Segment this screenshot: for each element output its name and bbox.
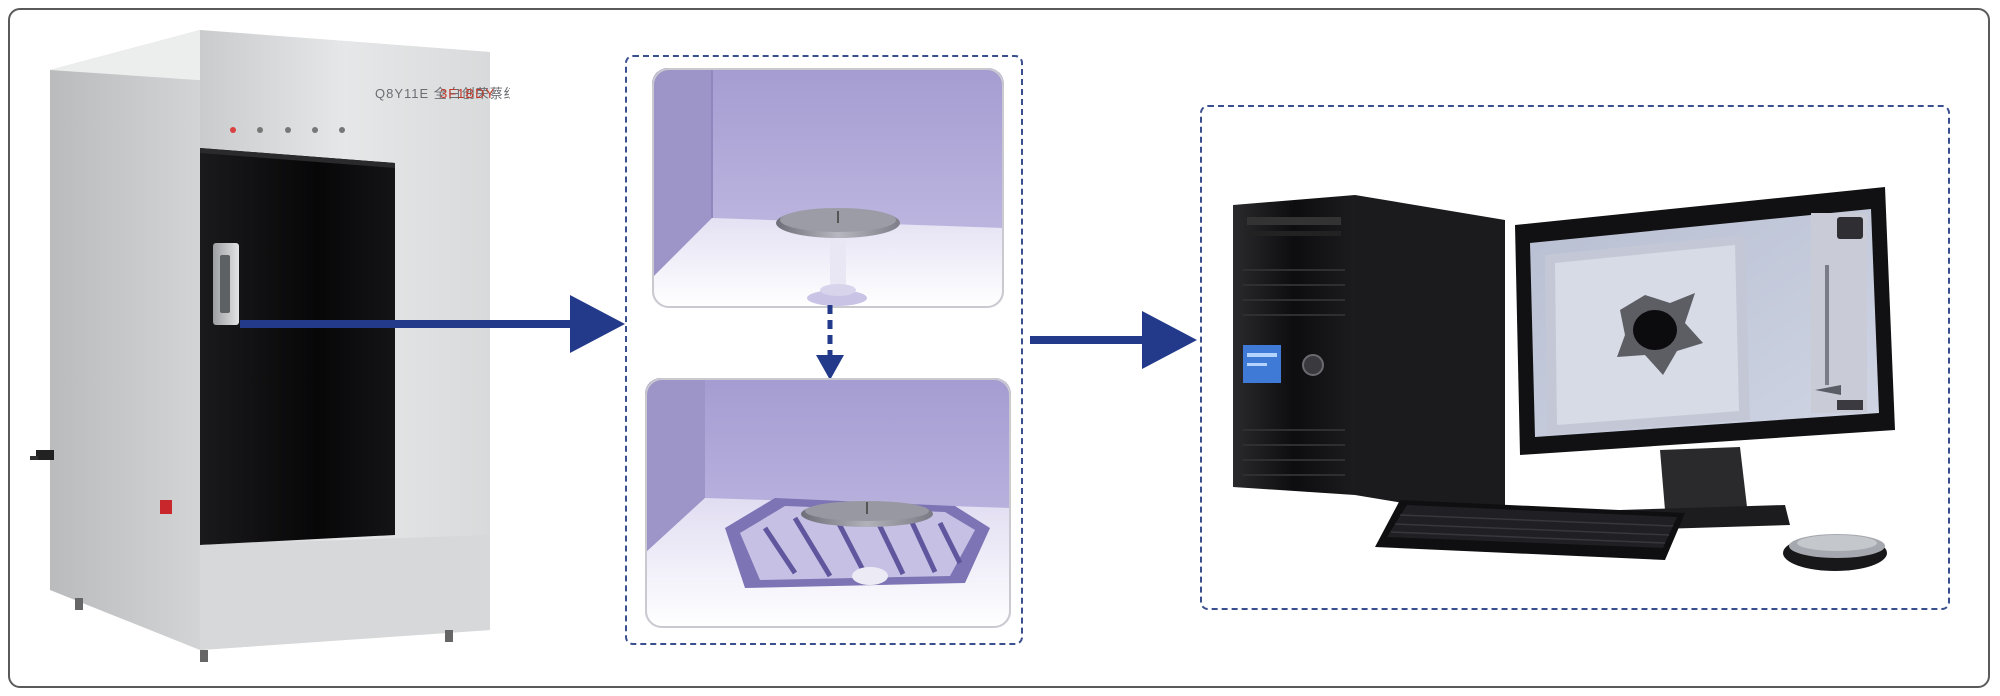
rubbing-machine-icon: Q8Y11E 全白创荣蔡红 3F1BDY [30,30,510,662]
diagram-frame [8,8,1990,688]
flow-arrow-2 [1030,311,1197,369]
power-indicator-icon [230,127,236,133]
computer-icon [1233,187,1895,571]
control-panel: Q8Y11E 全白创荣蔡红 3F1BDY [230,86,510,133]
flow-arrow-down [816,305,844,380]
power-switch-icon [160,500,172,514]
worn-specimen-icon [645,378,1011,628]
mouse-icon [1783,534,1887,571]
specimen-panel [625,55,1023,645]
keyboard-icon [1375,500,1685,560]
monitor-icon [1515,187,1895,530]
disc-specimen-icon [652,68,1004,308]
cabinet-model-label: Q8Y11E 全白创荣蔡红 [375,86,510,101]
analysis-panel [1200,105,1950,610]
cabinet-model-code: 3F1BDY [440,86,495,101]
power-button-icon [1302,354,1324,376]
flow-arrow-1 [240,295,625,353]
